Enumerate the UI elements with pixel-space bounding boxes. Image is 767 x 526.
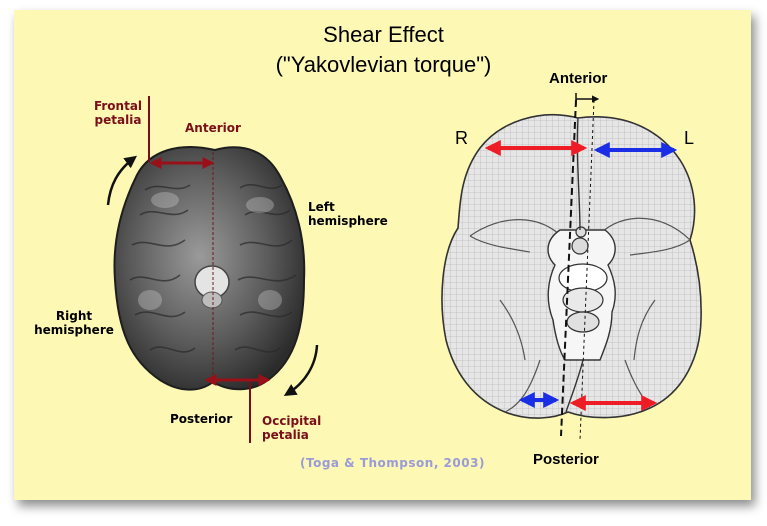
occipital-petalia-label: Occipital petalia — [262, 414, 322, 442]
title-line1: Shear Effect — [323, 22, 444, 47]
title-line2: ("Yakovlevian torque") — [275, 52, 492, 77]
left-posterior-label: Posterior — [170, 412, 233, 426]
right-hemisphere-label: Right hemisphere — [34, 309, 114, 337]
curved-arrow-icon — [283, 344, 319, 396]
shifted-midline-dashed — [579, 99, 595, 441]
right-posterior-label: Posterior — [533, 451, 599, 468]
left-anterior-label: Anterior — [185, 121, 241, 135]
citation: (Toga & Thompson, 2003) — [300, 456, 485, 470]
brain-photo-icon — [113, 146, 306, 391]
right-anterior-label: Anterior — [549, 70, 608, 87]
frontal-petalia-label: Frontal petalia — [93, 99, 143, 127]
straight-midline-dashed — [560, 99, 577, 437]
brain-diagram-icon — [441, 114, 702, 419]
curved-arrow-icon — [106, 155, 137, 206]
l-label: L — [684, 128, 695, 148]
r-label: R — [455, 128, 468, 148]
left-hemisphere-label: Left hemisphere — [308, 200, 388, 228]
